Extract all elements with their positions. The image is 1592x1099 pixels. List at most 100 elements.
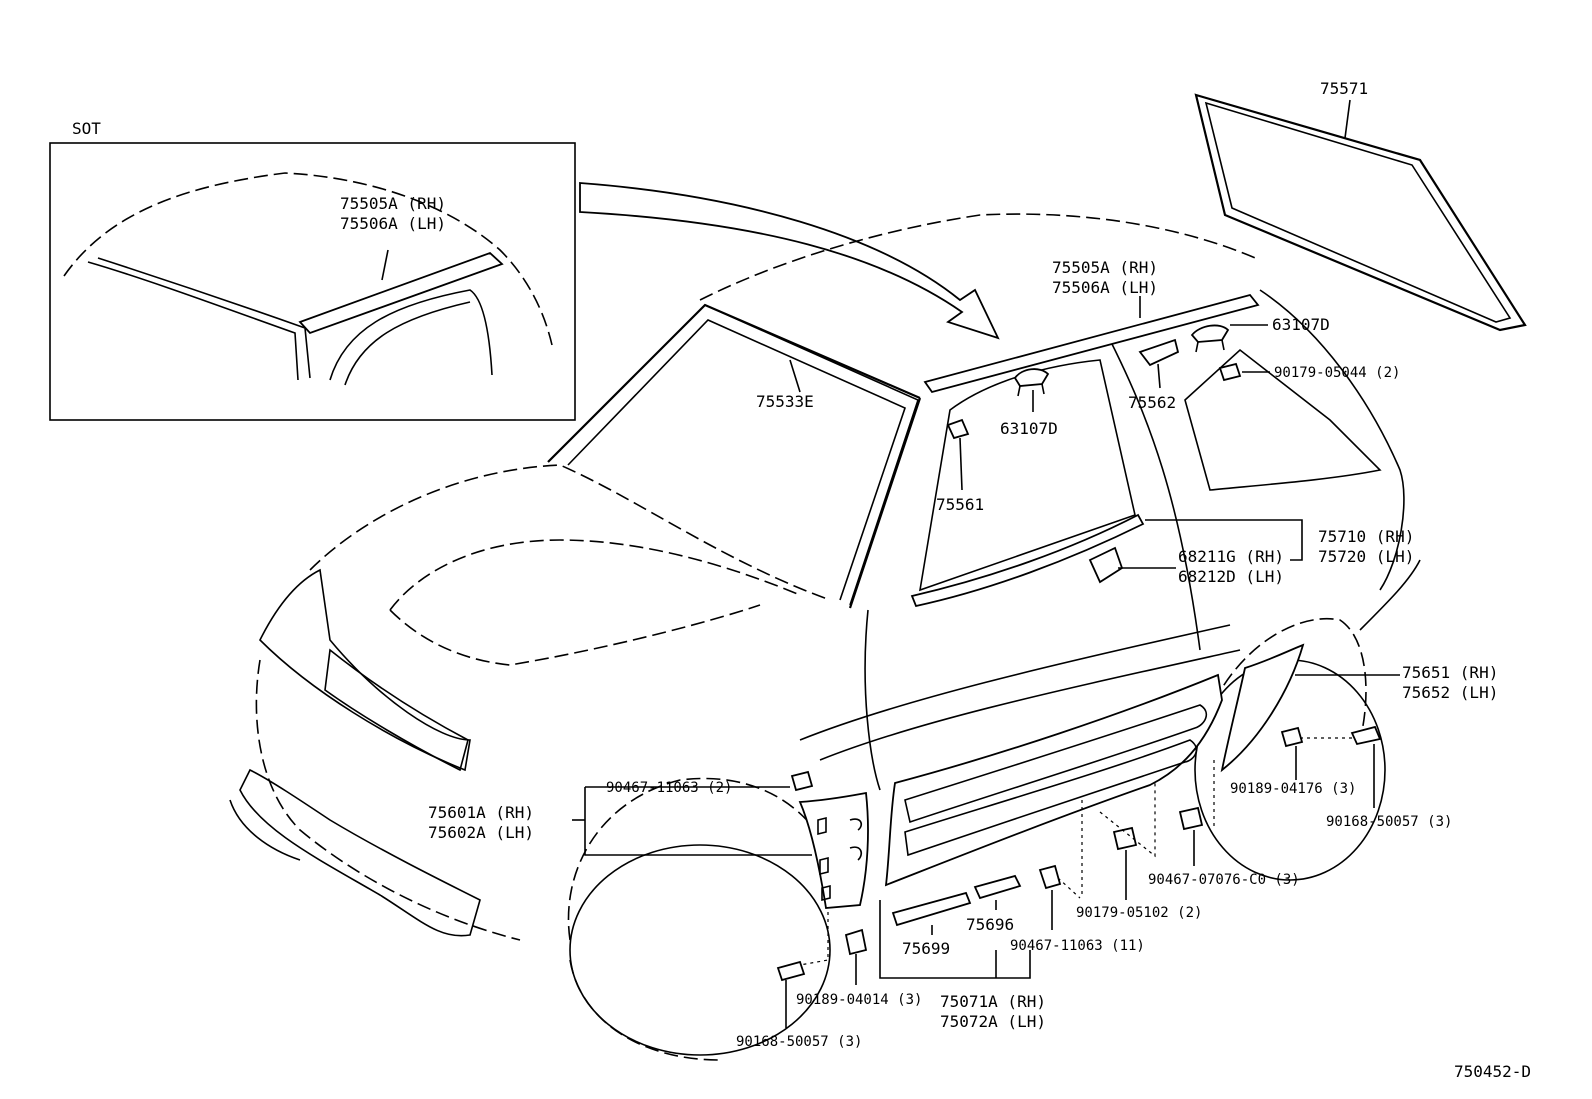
piece-75561	[946, 418, 970, 440]
label-90189-04014: 90189-04014 (3)	[796, 992, 922, 1008]
label-75571: 75571	[1320, 79, 1368, 98]
curved-arrow	[579, 182, 1000, 340]
label-side-rh: 75071A (RH)	[940, 992, 1046, 1011]
door-window	[918, 359, 1136, 592]
door-line	[864, 609, 881, 791]
clip-90467-11063-2	[790, 770, 814, 792]
hood-inner	[389, 539, 801, 611]
label-rear-flare-rh: 75651 (RH)	[1402, 663, 1498, 682]
inset-title: SOT	[72, 119, 101, 138]
label-90168-50057-front: 90168-50057 (3)	[736, 1034, 862, 1050]
part-63107D-clips: 63107D 63107D	[1000, 315, 1330, 438]
nut-90179-05102	[1112, 826, 1138, 851]
windshield-molding-side	[848, 397, 922, 609]
clip-90189-04014	[844, 928, 868, 956]
leader-75533E	[789, 359, 801, 393]
part-90168-50057-rear: 90168-50057 (3)	[1326, 725, 1452, 830]
rear-flare	[1220, 643, 1305, 773]
label-75699: 75699	[902, 939, 950, 958]
front-face	[259, 568, 471, 772]
part-90189-04176: 90189-04176 (3)	[1230, 726, 1360, 797]
clip-90189-04176	[1280, 726, 1304, 748]
dot-front-clip	[799, 912, 829, 966]
label-90179-05102: 90179-05102 (2)	[1076, 905, 1202, 921]
label-belt-rh: 75710 (RH)	[1318, 527, 1414, 546]
hood-inner-2	[389, 604, 761, 666]
label-clip-lh: 68212D (LH)	[1178, 567, 1284, 586]
rear-seal-inner	[1204, 101, 1512, 323]
rear-door-line	[1109, 339, 1201, 651]
inset-roof-molding	[298, 251, 504, 335]
label-75533E: 75533E	[756, 392, 814, 411]
inset-side-line-2	[97, 257, 311, 379]
dot-side-clip	[1057, 877, 1081, 899]
windshield-inner	[567, 319, 906, 601]
clip-90467-11063-11	[1038, 864, 1062, 890]
nut-90179-05044	[1218, 362, 1242, 382]
side-protector-rib-1	[904, 704, 1208, 824]
windshield-molding-top	[547, 303, 921, 463]
inset-side-line	[87, 261, 299, 381]
label-90467-07076: 90467-07076-C0 (3)	[1148, 872, 1300, 888]
label-clip-rh: 68211G (RH)	[1178, 547, 1284, 566]
piece-75699	[891, 891, 972, 927]
bracket-front-flare	[584, 787, 812, 856]
part-75699-75696: 75699 75696	[891, 874, 1022, 958]
bull-bar-2	[229, 799, 301, 861]
inset-frame	[49, 142, 576, 421]
vehicle-body	[229, 213, 1421, 1061]
inset-label-rh: 75505A (RH)	[340, 194, 446, 213]
screw-front	[776, 960, 806, 982]
label-rear-flare-lh: 75652 (LH)	[1402, 683, 1498, 702]
front-flare	[798, 791, 869, 909]
label-75562: 75562	[1128, 393, 1176, 412]
inset-label-lh: 75506A (LH)	[340, 214, 446, 233]
side-protector-rib-2	[904, 739, 1198, 857]
clip-63107D-top-legs	[1195, 339, 1225, 353]
label-front-flare-rh: 75601A (RH)	[428, 803, 534, 822]
part-90467-11063-11: 90467-11063 (11)	[1010, 864, 1145, 954]
inset-door-frame	[329, 289, 493, 381]
label-90467-11063-2: 90467-11063 (2)	[606, 780, 732, 796]
label-front-flare-lh: 75602A (LH)	[428, 823, 534, 842]
bracket-belt	[1145, 519, 1303, 561]
part-90179-05044: 90179-05044 (2)	[1218, 362, 1400, 382]
bumper	[255, 659, 521, 941]
inset-leader	[381, 249, 389, 281]
part-90467-07076: 90467-07076-C0 (3)	[1148, 760, 1300, 888]
part-75571-rear-glass-seal: 75571	[1194, 79, 1527, 332]
leader-75562	[1157, 363, 1161, 389]
label-roof-rh: 75505A (RH)	[1052, 258, 1158, 277]
rear-outline	[1259, 289, 1405, 591]
piece-75562	[1138, 338, 1180, 367]
part-75651-rear-flare: 75651 (RH) 75652 (LH)	[1220, 643, 1498, 773]
part-75601A-front-flare: 75601A (RH) 75602A (LH)	[428, 787, 869, 909]
roof-outline	[699, 213, 1261, 301]
label-side-lh: 75072A (LH)	[940, 1012, 1046, 1031]
front-tire-lower	[569, 959, 721, 1061]
screw-rear	[1350, 725, 1382, 746]
belt-molding	[910, 513, 1145, 608]
bull-bar	[239, 768, 481, 937]
part-75561: 75561	[936, 418, 984, 514]
leader-75561	[959, 437, 963, 491]
roof-molding	[923, 293, 1260, 394]
part-75071A-side-protector: 75071A (RH) 75072A (LH)	[879, 673, 1223, 1031]
label-90467-11063-11: 90467-11063 (11)	[1010, 938, 1145, 954]
front-flare-detail	[849, 818, 863, 861]
part-75533E-windshield-molding: 75533E	[547, 303, 922, 609]
label-75696: 75696	[966, 915, 1014, 934]
windshield-frame	[549, 304, 919, 606]
bracket-side	[879, 900, 1031, 979]
rear-tire	[1194, 659, 1386, 881]
side-character-line-2	[819, 649, 1241, 761]
inset-door-frame-inner	[344, 301, 471, 386]
diagram-id: 750452-D	[1454, 1062, 1531, 1081]
part-90467-11063-2: 90467-11063 (2)	[585, 770, 814, 796]
rear-seal-outer	[1194, 93, 1527, 332]
side-protector	[884, 673, 1223, 887]
label-belt-lh: 75720 (LH)	[1318, 547, 1414, 566]
front-wheel-arch	[567, 777, 841, 941]
